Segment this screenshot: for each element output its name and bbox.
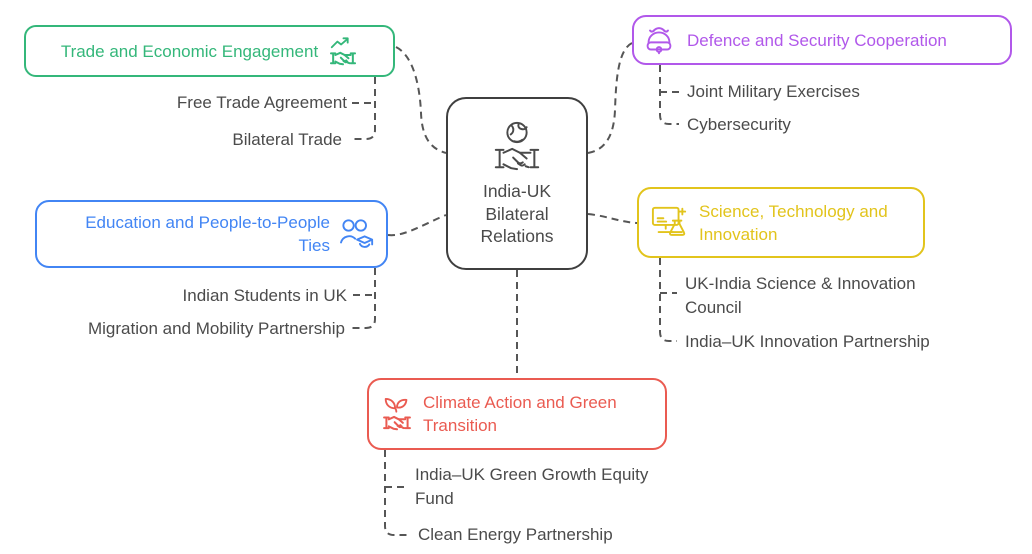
subtopic-indian-students-in-uk[interactable]: Indian Students in UK: [182, 286, 347, 305]
connector-defence-children: [659, 65, 679, 125]
connector-trade-children: [352, 77, 376, 140]
branch-title: Trade and Economic Engagement: [60, 41, 319, 61]
connector-climate-children: [384, 450, 410, 536]
node-climate-action-and-green-transition[interactable]: Climate Action and Green Transition: [367, 378, 667, 450]
subtopic-free-trade-agreement[interactable]: Free Trade Agreement: [176, 93, 347, 112]
subtopic-india-uk-innovation-partnership[interactable]: India–UK Innovation Partnership: [685, 332, 930, 351]
connector-science-main: [587, 213, 638, 224]
connector-science-children: [659, 258, 677, 342]
connector-education-main: [387, 214, 447, 237]
connector-education-children: [352, 268, 376, 329]
subtopic-cybersecurity[interactable]: Cybersecurity: [687, 115, 791, 134]
students-people-icon: [340, 219, 374, 248]
subtopic-bilateral-trade[interactable]: Bilateral Trade: [232, 130, 342, 149]
branch-title: Climate Action and Green Transition: [423, 393, 617, 435]
connector-trade-main: [395, 46, 447, 154]
node-science-technology-and-innovation[interactable]: Science, Technology and Innovation: [637, 187, 925, 258]
node-education-and-people-to-people-ties[interactable]: Education and People-to-People Ties: [35, 200, 388, 268]
subtopic-india-uk-green-growth-equity-fund[interactable]: India–UK Green Growth Equity Fund: [415, 465, 649, 508]
connector-defence-main: [587, 42, 633, 154]
node-india-uk-bilateral-relations[interactable]: India-UK Bilateral Relations: [446, 97, 588, 270]
subtopic-clean-energy-partnership[interactable]: Clean Energy Partnership: [418, 525, 613, 544]
leaf-handshake-icon: [383, 398, 411, 430]
branch-title: Science, Technology and Innovation: [699, 201, 888, 244]
node-trade-and-economic-engagement[interactable]: Trade and Economic Engagement: [24, 25, 395, 77]
subtopic-joint-military-exercises[interactable]: Joint Military Exercises: [687, 82, 860, 101]
trade-growth-handshake-icon: [330, 37, 356, 65]
node-defence-and-security-cooperation[interactable]: Defence and Security Cooperation: [632, 15, 1012, 65]
center-title: India-UK Bilateral Relations: [480, 181, 554, 247]
subtopic-migration-and-mobility-partnership[interactable]: Migration and Mobility Partnership: [87, 319, 345, 338]
branch-title: Defence and Security Cooperation: [687, 30, 947, 50]
branch-title: Education and People-to-People Ties: [85, 213, 330, 255]
subtopic-uk-india-science-innovation-council[interactable]: UK-India Science & Innovation Council: [685, 274, 916, 317]
military-helmet-icon: [646, 27, 672, 55]
monitor-flask-icon: [651, 206, 687, 236]
globe-handshake-icon: [494, 122, 540, 171]
